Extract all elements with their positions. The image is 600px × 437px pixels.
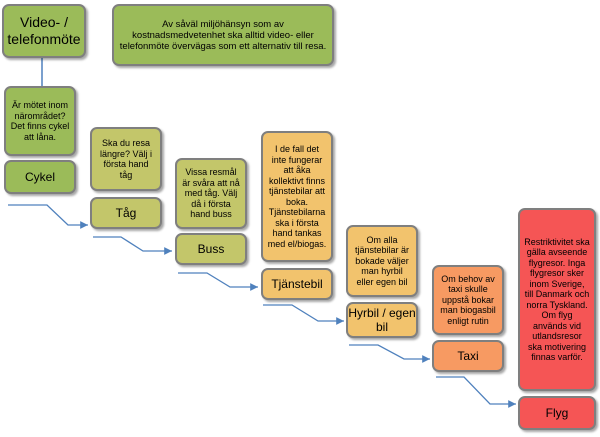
step-cykel-note: Är mötet inom närområdet? Det finns cyke…: [4, 86, 76, 156]
arrow-hyrbil-taxi: [349, 344, 430, 363]
header-note: Av såväl miljöhänsyn som av kostnadsmedv…: [119, 18, 327, 52]
step-taxi-note: Om behov av taxi skulle uppstå bokar man…: [432, 265, 504, 335]
step-hyrbil-label: Hyrbil / egen bil: [346, 302, 418, 338]
step-buss-note: Vissa resmål är svåra att nå med tåg. Vä…: [175, 158, 247, 229]
step-tag-label: Tåg: [90, 197, 162, 229]
arrow-cykel-tag: [8, 204, 88, 229]
step-buss-label: Buss: [175, 233, 247, 265]
step-flyg-note: Restriktivitet ska gälla avseende flygre…: [518, 208, 596, 391]
step-cykel-label: Cykel: [4, 160, 76, 194]
step-tag-note: Ska du resa längre? Välj i första hand t…: [90, 127, 162, 191]
arrow-buss-tjanstebil: [178, 272, 258, 291]
step-hyrbil-note: Om alla tjänstebilar är bokade väljer ma…: [346, 225, 418, 297]
header-title: Video- / telefonmöte: [7, 14, 81, 47]
step-flyg-label: Flyg: [518, 396, 596, 430]
arrow-tag-buss: [93, 236, 172, 255]
step-taxi-label: Taxi: [432, 340, 504, 372]
header-note-box: Av såväl miljöhänsyn som av kostnadsmedv…: [112, 4, 334, 66]
arrow-tjanstebil-hyrbil: [263, 304, 344, 325]
step-tjanstebil-label: Tjänstebil: [261, 268, 333, 300]
step-tjanstebil-note: I de fall det inte fungerar att åka koll…: [261, 131, 333, 262]
arrow-taxi-flyg: [436, 376, 516, 408]
header-title-box: Video- / telefonmöte: [2, 4, 86, 58]
